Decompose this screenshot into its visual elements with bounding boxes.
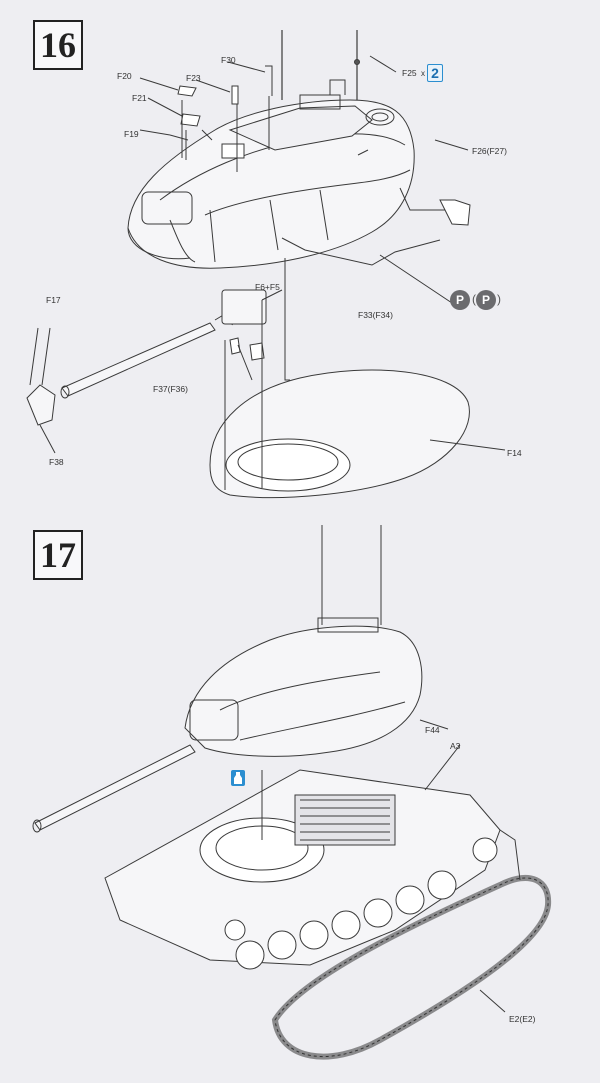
part-label-f19: F19 (124, 129, 139, 139)
option-paren-open: ( (472, 292, 476, 306)
part-label-f17: F17 (46, 295, 61, 305)
part-label-f38: F38 (49, 457, 64, 467)
option-badge-p: P (450, 290, 470, 310)
step-16-number: 16 (33, 20, 83, 70)
part-label-f26: F26(F27) (472, 146, 507, 156)
quantity-badge: x 2 (421, 64, 443, 82)
cement-bottle-icon (231, 770, 245, 786)
step-17-number: 17 (33, 530, 83, 580)
option-badge-p-alt: P (476, 290, 496, 310)
part-label-f37: F37(F36) (153, 384, 188, 394)
part-label-f33: F33(F34) (358, 310, 393, 320)
quantity-prefix: x (421, 68, 425, 78)
part-label-f23: F23 (186, 73, 201, 83)
part-label-f25: F25 (402, 68, 417, 78)
option-paren-close: ) (497, 292, 501, 306)
part-label-f21: F21 (132, 93, 147, 103)
part-label-e2: E2(E2) (509, 1014, 536, 1024)
part-label-a3: A3 (450, 741, 461, 751)
part-label-f44: F44 (425, 725, 440, 735)
quantity-count: 2 (427, 64, 443, 82)
part-label-f30: F30 (221, 55, 236, 65)
part-label-f20: F20 (117, 71, 132, 81)
part-label-f14: F14 (507, 448, 522, 458)
part-label-f6: F6+F5 (255, 282, 280, 292)
